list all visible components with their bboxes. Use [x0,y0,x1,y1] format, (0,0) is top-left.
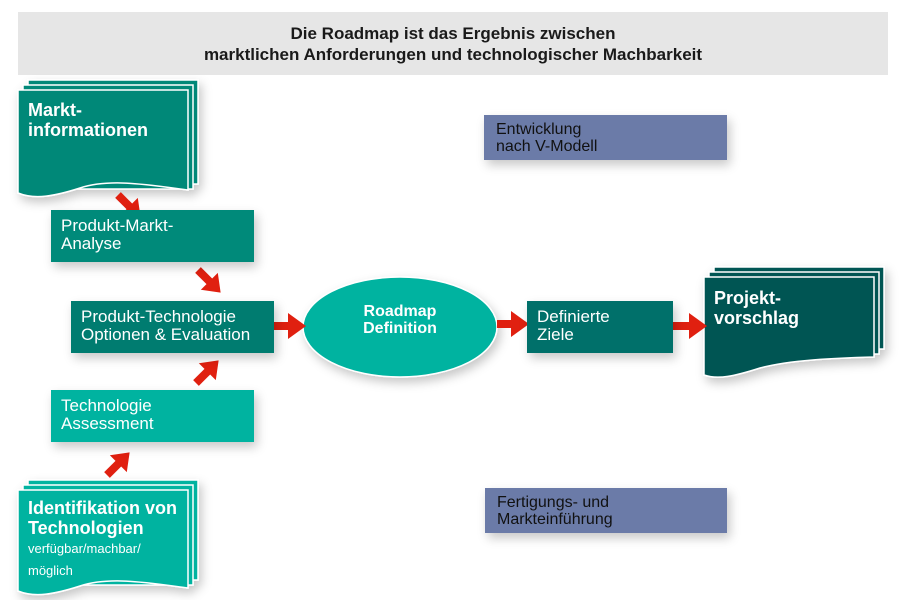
node-label-line: vorschlag [714,308,800,328]
node-label-line: Produkt-Markt- [61,216,174,235]
node-sublabel-line: verfügbar/machbar/ [28,541,141,556]
arrow-analyse-to-technologie [195,267,221,293]
node-marktinformationen-shape [17,79,199,198]
title-banner: Die Roadmap ist das Ergebnis zwischen ma… [18,12,888,75]
title-line-2: marktlichen Anforderungen und technologi… [203,44,703,64]
node-label-line: Technologien [28,518,144,538]
node-label-line: Definition [363,320,437,337]
node-label-line: Markt- [28,100,83,120]
node-label-line: Assessment [61,414,154,433]
node-label-line: Ziele [537,325,574,344]
arrow-technologie-to-roadmap [274,313,306,339]
node-produkt-markt-analyse: Produkt-Markt- Analyse [51,210,254,262]
node-produkt-technologie: Produkt-Technologie Optionen & Evaluatio… [71,301,274,353]
node-label-line: Optionen & Evaluation [81,325,251,344]
node-identifikation: Identifikation von Technologien verfügba… [28,498,177,582]
arrow-roadmap-to-ziele [497,311,529,337]
node-label-line: Fertigungs- und [497,494,610,511]
node-label-line: nach V-Modell [496,138,598,155]
node-label-line: Entwicklung [496,121,582,138]
node-fertigung: Fertigungs- und Markteinführung [485,488,727,533]
node-label-line: Projekt- [714,288,782,308]
node-identifikation-shape [17,479,199,596]
node-entwicklung: Entwicklung nach V-Modell [484,115,727,160]
arrow-identifikation-to-assessment [104,452,130,478]
node-definierte-ziele: Definierte Ziele [527,301,673,353]
node-label-line: Analyse [61,234,122,253]
node-label-line: Definierte [537,307,610,326]
node-label-line: Roadmap [363,303,437,320]
node-marktinformationen: Markt- informationen [28,100,148,140]
node-label-line: Markteinführung [497,511,613,528]
node-technologie-assessment: Technologie Assessment [51,390,254,442]
node-projektvorschlag-shape [703,266,885,378]
node-roadmap-definition: Roadmap Definition [302,303,498,337]
arrow-ziele-to-projektvorschlag [673,313,707,339]
node-sublabel-line: möglich [28,563,73,578]
node-label-line: Technologie [61,396,152,415]
node-label-line: informationen [28,120,148,140]
title-line-1: Die Roadmap ist das Ergebnis zwischen [290,23,616,43]
arrow-assessment-to-technologie [193,360,219,386]
node-projektvorschlag: Projekt- vorschlag [714,288,799,328]
node-label-line: Identifikation von [28,498,178,518]
node-label-line: Produkt-Technologie [81,307,236,326]
